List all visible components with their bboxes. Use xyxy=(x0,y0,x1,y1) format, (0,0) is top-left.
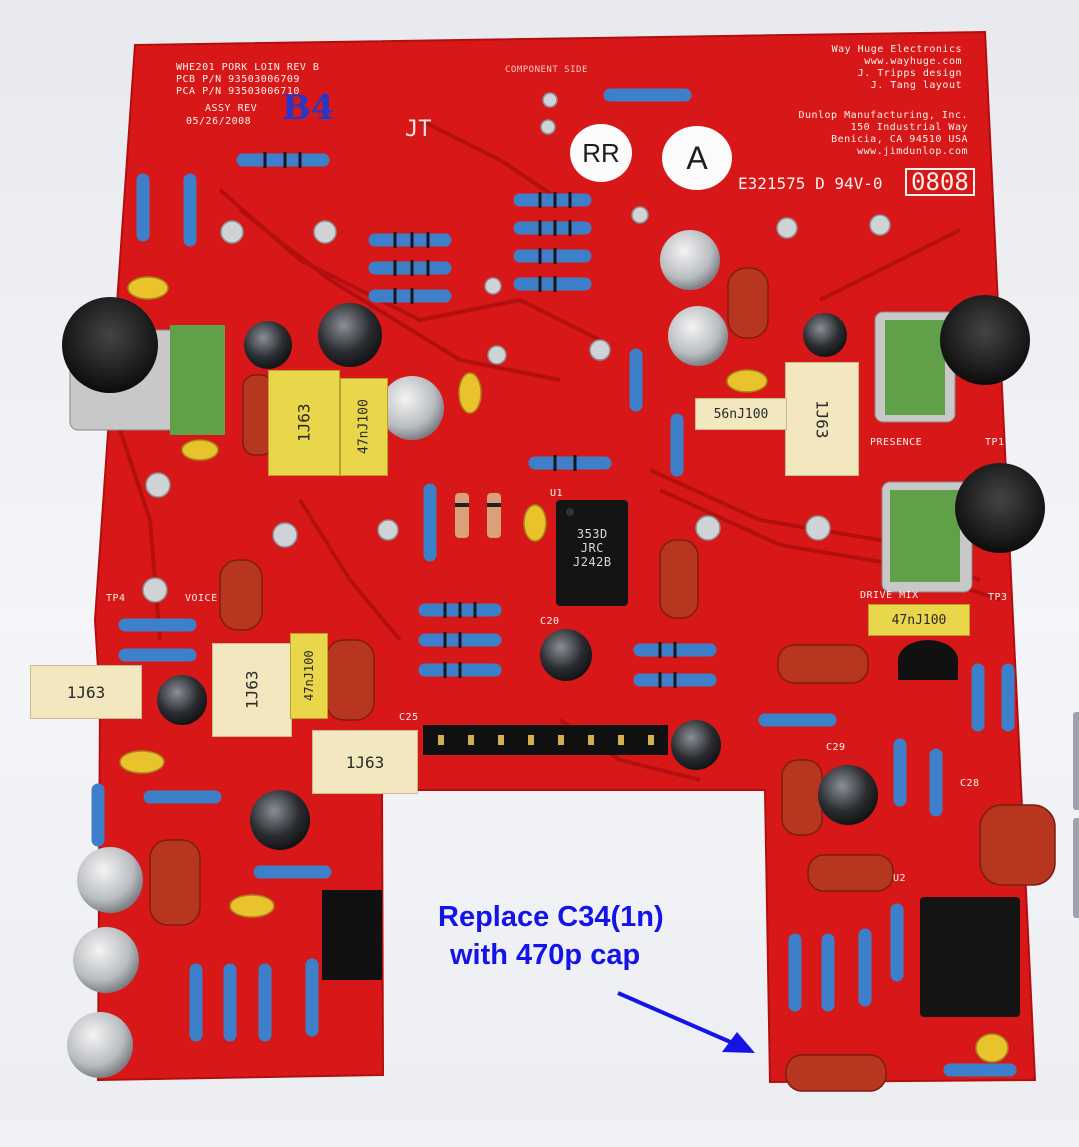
cap-1j63-yellow: 1J63 xyxy=(268,370,340,476)
silk-dunlop-street: 150 Industrial Way xyxy=(850,122,968,133)
pot-drive-mix xyxy=(881,463,1045,593)
ic-u1 xyxy=(556,500,628,606)
pin-header xyxy=(322,725,668,980)
cap-1j63-center: 1J63 xyxy=(212,643,292,737)
pot-presence xyxy=(874,295,1030,423)
cap-47n-center: 47nJ100 xyxy=(290,633,328,719)
silk-component-side: COMPONENT SIDE xyxy=(505,65,588,75)
diodes xyxy=(455,493,501,538)
silk-drive-mix: DRIVE MIX xyxy=(860,590,919,601)
to92-transistor xyxy=(898,640,958,680)
silk-dunlop-url: www.jimdunlop.com xyxy=(857,146,968,157)
cap-47n-right: 47nJ100 xyxy=(868,604,970,636)
silk-presence: PRESENCE xyxy=(870,437,923,448)
silk-pca-pn: PCA P/N 93503006710 xyxy=(176,86,300,97)
electrolytic-caps xyxy=(157,303,878,850)
silk-layout: J. Tang layout xyxy=(870,80,962,91)
silk-top-left: WHE201 PORK LOIN REV B PCB P/N 935030067… xyxy=(176,62,319,98)
silk-tp4: TP4 xyxy=(106,593,126,604)
silk-u1: U1 xyxy=(550,488,564,499)
silk-dunlop-block: Dunlop Manufacturing, Inc. 150 Industria… xyxy=(740,110,968,158)
silk-designer: J. Tripps design xyxy=(857,68,962,79)
ceramic-caps xyxy=(119,276,1009,1063)
resistors xyxy=(91,88,1017,1077)
silk-maker-url: www.wayhuge.com xyxy=(864,56,962,67)
footer-strip xyxy=(0,1120,1079,1147)
silk-cert: E321575 D 94V-0 xyxy=(738,174,883,193)
pcb-photo: WHE201 PORK LOIN REV B PCB P/N 935030067… xyxy=(0,0,1079,1120)
badge-a: A xyxy=(662,126,732,190)
silk-c25: C25 xyxy=(399,712,419,723)
annotation-line1: Replace C34(1n) xyxy=(438,901,664,933)
cap-1j63-bottom: 1J63 xyxy=(312,730,418,794)
silk-maker-name: Way Huge Electronics xyxy=(831,44,962,55)
silk-u2: U2 xyxy=(893,873,907,884)
ic-u1-part: 353D xyxy=(576,527,608,541)
silk-voice: VOICE xyxy=(185,593,218,604)
cap-1j63-left: 1J63 xyxy=(30,665,142,719)
annotation-line2: with 470p cap xyxy=(450,939,641,971)
silk-c20: C20 xyxy=(540,616,560,627)
pot-voice xyxy=(62,297,225,435)
annotation-text: Replace C34(1n) with 470p cap xyxy=(438,898,664,974)
silk-date: 05/26/2008 xyxy=(186,116,252,127)
ic-u1-lot: J242B xyxy=(573,555,612,569)
ic-u1-marking: 353D JRC J242B xyxy=(573,527,612,569)
cap-56n: 56nJ100 xyxy=(695,398,787,430)
ic-u1-maker: JRC xyxy=(580,541,604,555)
silk-pcb-pn: PCB P/N 93503006709 xyxy=(176,74,300,85)
solder-pads xyxy=(142,92,891,603)
silk-c29: C29 xyxy=(826,742,846,753)
cap-47n-left: 47nJ100 xyxy=(340,378,388,476)
silk-initials: JT xyxy=(405,117,432,142)
silk-tp3: TP3 xyxy=(988,592,1008,603)
silk-assy-rev: ASSY REV xyxy=(205,103,258,114)
silk-dunlop-city: Benicia, CA 94510 USA xyxy=(831,134,968,145)
badge-rr: RR xyxy=(570,124,632,182)
silk-board-name: WHE201 PORK LOIN REV B xyxy=(176,62,320,73)
silk-maker-block: Way Huge Electronics www.wayhuge.com J. … xyxy=(770,44,962,92)
ic-u2 xyxy=(920,897,1020,1017)
annotation-arrow xyxy=(617,991,755,1053)
metal-cans xyxy=(67,230,728,1078)
silk-date-code: 0808 xyxy=(905,168,975,196)
pcb-board-drawing xyxy=(62,30,1056,1092)
silk-dunlop-name: Dunlop Manufacturing, Inc. xyxy=(798,110,968,121)
silk-tp1: TP1 xyxy=(985,437,1005,448)
silk-c28: C28 xyxy=(960,778,980,789)
cap-1j63-right: 1J63 xyxy=(785,362,859,476)
edge-scroll-tab-upper xyxy=(1073,712,1079,810)
edge-scroll-tab-lower xyxy=(1073,818,1079,918)
silk-rev-mark: B4 xyxy=(282,88,335,128)
